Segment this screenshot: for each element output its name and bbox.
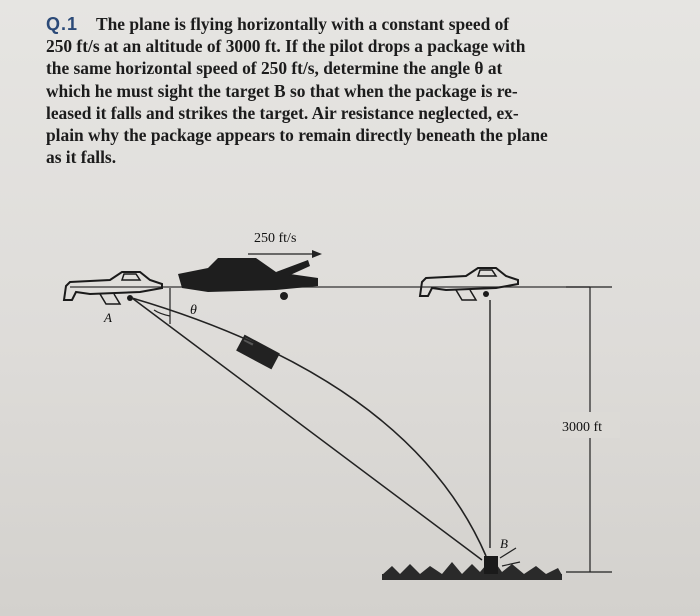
plane-at-release-icon bbox=[63, 271, 163, 305]
angle-theta-label: θ bbox=[190, 303, 197, 318]
package-trajectory bbox=[131, 297, 487, 557]
point-b-label: B bbox=[500, 536, 508, 551]
ground-icon bbox=[382, 547, 562, 580]
plane-above-target-icon bbox=[419, 267, 519, 301]
speed-label: 250 ft/s bbox=[254, 231, 296, 246]
speed-arrow-head bbox=[312, 250, 322, 258]
problem-line-3: the same horizontal speed of 250 ft/s, d… bbox=[46, 58, 503, 79]
problem-line-4: which he must sight the target B so that… bbox=[46, 80, 518, 101]
angle-arc bbox=[153, 309, 171, 317]
altitude-label-bg bbox=[560, 412, 620, 438]
problem-line-6: plain why the package appears to remain … bbox=[46, 125, 548, 146]
problem-line-2: 250 ft/s at an altitude of 3000 ft. If t… bbox=[46, 36, 526, 57]
altitude-label: 3000 ft bbox=[562, 420, 602, 435]
problem-line-1: Q.1 The plane is flying horizontally with… bbox=[46, 13, 646, 35]
problem-line-7: as it falls. bbox=[46, 147, 117, 168]
line-of-sight bbox=[131, 297, 483, 561]
plane-mid-flight-icon bbox=[178, 258, 318, 300]
question-number: Q.1 bbox=[46, 14, 79, 34]
problem-line-5: leased it falls and strikes the target. … bbox=[46, 102, 519, 123]
problem-statement: Q.1 The plane is flying horizontally with… bbox=[46, 13, 646, 168]
problem-line-1-text: The plane is flying horizontally with a … bbox=[96, 14, 510, 34]
point-a-label: A bbox=[103, 310, 112, 325]
